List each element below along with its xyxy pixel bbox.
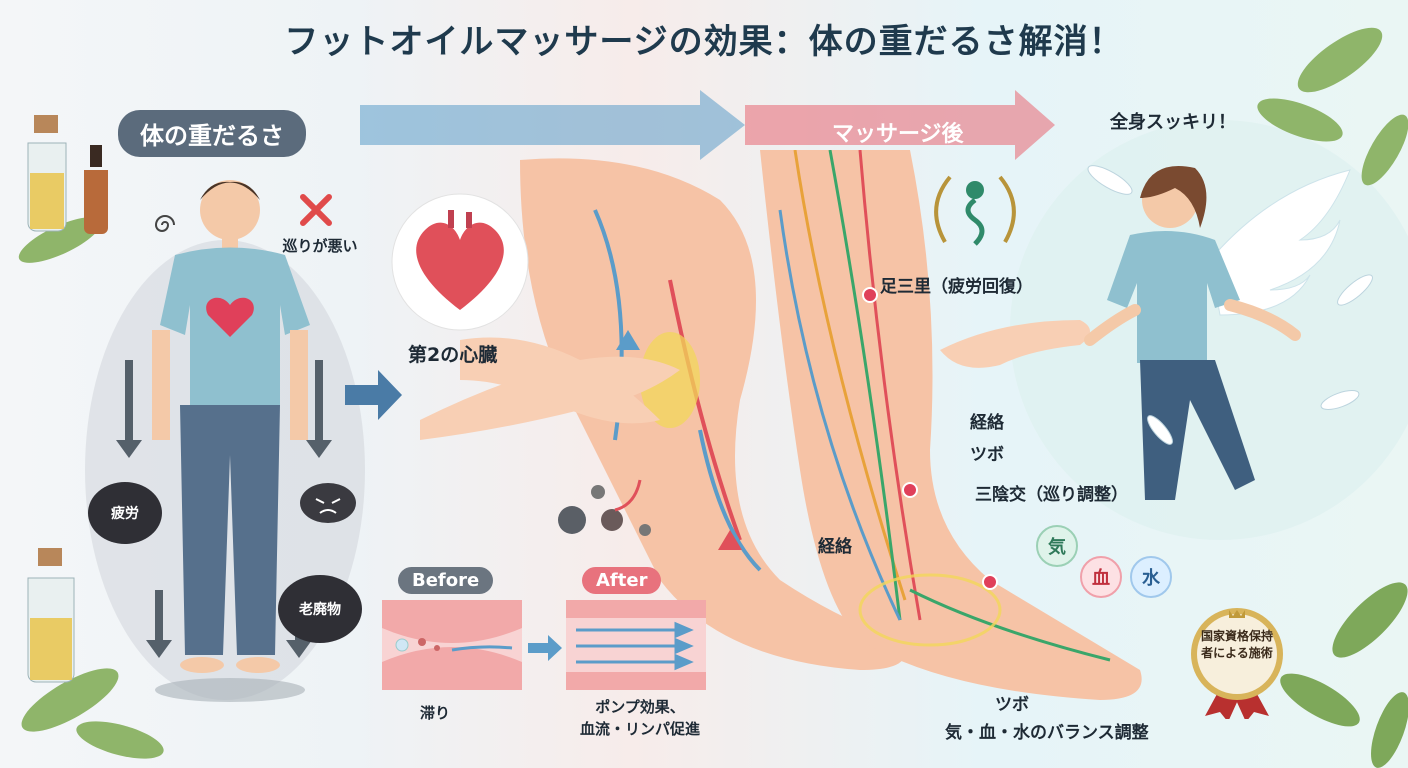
waste-particles xyxy=(558,479,651,536)
meridian-label-2: 経絡 xyxy=(818,537,852,557)
flow-arrow-icon xyxy=(528,635,562,661)
before-tag: Before xyxy=(398,567,494,594)
cross-icon xyxy=(300,194,332,226)
before-vessel-illustration xyxy=(382,600,522,690)
before-caption: 滞り xyxy=(420,704,451,722)
before-header: 体の重だるさ xyxy=(118,110,306,157)
oil-bottle-icon xyxy=(27,548,75,683)
sanyinjiao-label: 三陰交（巡り調整） xyxy=(975,485,1128,505)
spiral-icon xyxy=(154,215,175,232)
after-header: マッサージ後 xyxy=(832,122,964,147)
leaf-icon xyxy=(1280,582,1408,768)
feather-icons xyxy=(1087,165,1373,445)
tsubo-label-1: ツボ xyxy=(970,445,1004,465)
fatigue-bubble: 疲労 xyxy=(88,482,162,544)
laurel-emblem-icon xyxy=(934,175,1016,246)
second-heart-label: 第2の心臓 xyxy=(408,344,498,366)
balance-label: 気・血・水のバランス調整 xyxy=(945,723,1149,743)
poor-circulation-label: 巡りが悪い xyxy=(282,237,358,255)
heart-organ-illustration xyxy=(391,193,529,331)
leaf-icon xyxy=(1257,27,1408,186)
leaf-icon xyxy=(18,217,164,759)
sui-circle: 水 xyxy=(1130,556,1172,598)
leg-massage-illustration xyxy=(420,158,905,671)
heart-icon xyxy=(206,297,254,337)
ketsu-circle: 血 xyxy=(1080,556,1122,598)
after-tag: After xyxy=(582,567,662,594)
tired-person-illustration xyxy=(152,180,310,702)
grumpy-cloud-icon xyxy=(300,483,356,523)
result-label: 全身スッキリ！ xyxy=(1110,112,1236,133)
ki-circle: 気 xyxy=(1036,525,1078,567)
meridian-label-1: 経絡 xyxy=(970,413,1004,433)
floating-angel-illustration xyxy=(1084,166,1351,500)
tsubo-label-2: ツボ xyxy=(995,695,1029,715)
after-vessel-illustration xyxy=(566,600,706,690)
zusanri-label: 足三里（疲労回復） xyxy=(880,277,1033,297)
meridian-leg-illustration xyxy=(760,150,1142,700)
waste-bubble: 老廃物 xyxy=(278,575,362,643)
page-title: フットオイルマッサージの効果：体の重だるさ解消！ xyxy=(284,22,1124,62)
after-caption: ポンプ効果、 血流・リンパ促進 xyxy=(579,698,700,738)
certification-badge-icon xyxy=(1191,608,1283,719)
certification-badge-text: 国家資格保持者による施術 xyxy=(1200,629,1273,660)
oil-bottle-icon xyxy=(27,115,108,234)
